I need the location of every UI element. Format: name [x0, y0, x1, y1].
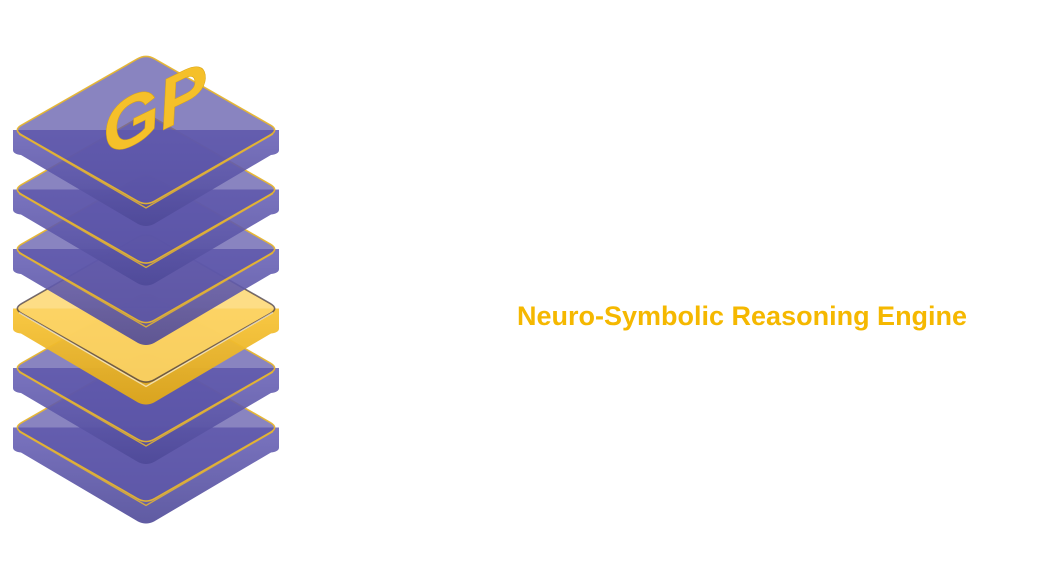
layer-label-layer-4: Neuro-Symbolic Reasoning Engine — [517, 301, 968, 332]
layer-rim — [18, 192, 274, 269]
layer-rim — [18, 311, 274, 388]
layer-stack-diagram: GP — [13, 46, 279, 524]
layer-rim — [18, 252, 274, 328]
connector-lines — [318, 136, 500, 439]
stack-layer-1 — [13, 55, 279, 226]
layer-rim — [18, 371, 274, 447]
layer-rim — [18, 430, 274, 507]
layer-top-face — [16, 55, 276, 205]
layer-rim — [18, 133, 274, 209]
